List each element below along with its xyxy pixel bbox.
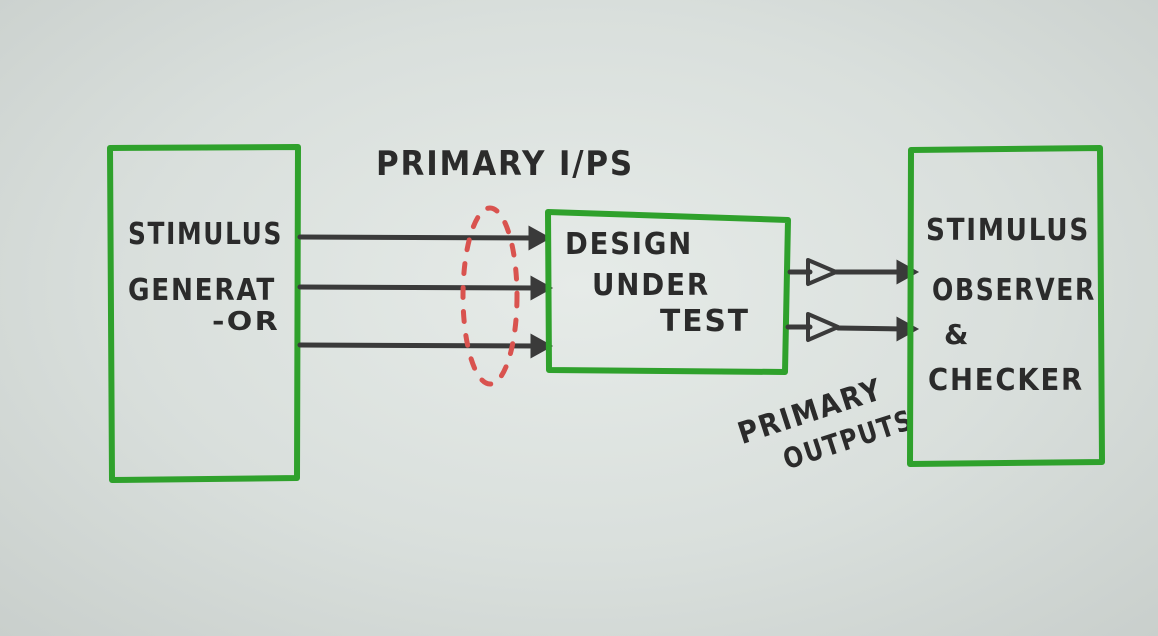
primary-output-wire-1	[787, 258, 920, 286]
output-buffer-1-icon	[806, 258, 838, 286]
stimulus-generator-label-line1: STIMULUS	[128, 217, 283, 252]
observer-label-line1: STIMULUS	[926, 213, 1090, 248]
design-under-test-block: DESIGN UNDER TEST	[545, 209, 791, 375]
primary-input-wire-2	[297, 275, 554, 301]
observer-label-line4: CHECKER	[928, 363, 1084, 398]
primary-input-wires	[297, 225, 554, 359]
output-buffer-2-icon	[806, 312, 840, 342]
primary-output-wires	[785, 258, 920, 342]
stimulus-generator-box	[107, 144, 301, 483]
dut-label-line2: UNDER	[592, 268, 710, 303]
primary-inputs-group-ellipse	[460, 205, 520, 387]
stimulus-generator-label-line3: -OR	[212, 307, 280, 337]
primary-input-wire-1	[297, 225, 552, 251]
stimulus-generator-block: STIMULUS GENERAT -OR	[107, 144, 301, 483]
observer-label-line3: &	[944, 318, 970, 351]
dut-label-line1: DESIGN	[565, 227, 693, 262]
primary-output-wire-2	[785, 312, 920, 342]
primary-input-wire-3	[297, 333, 554, 359]
primary-outputs-label: PRIMARY OUTPUTS	[734, 372, 918, 476]
stimulus-generator-label-line2: GENERAT	[128, 273, 276, 308]
observer-label-line2: OBSERVER	[932, 273, 1096, 308]
design-under-test-box	[545, 209, 791, 375]
stimulus-observer-box	[907, 145, 1105, 467]
stimulus-observer-block: STIMULUS OBSERVER & CHECKER	[907, 145, 1105, 467]
primary-inputs-label: PRIMARY I/PS	[376, 144, 634, 184]
dut-label-line3: TEST	[660, 304, 750, 339]
